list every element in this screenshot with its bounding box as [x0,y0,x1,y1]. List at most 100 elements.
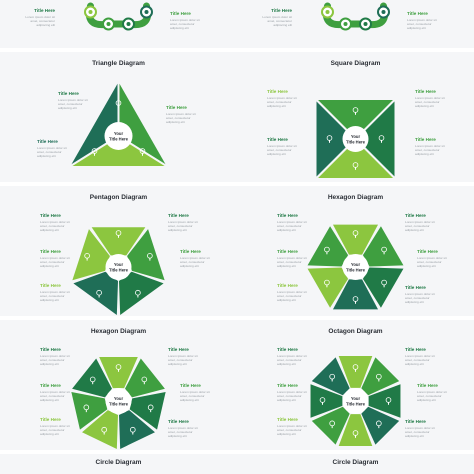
item-title: Title Here [405,419,426,424]
desc-line: adipiscing elit [277,432,296,437]
item-title: Title Here [180,249,201,254]
desc-line: adipiscing elit [40,362,59,367]
diagram-segment [311,357,350,396]
chain-band [85,2,152,29]
desc-line: adipiscing elit [277,398,296,403]
item-title: Title Here [407,11,428,16]
recycle-icon [89,376,96,385]
item-title: Title Here [40,283,61,288]
desc-line: amet, consectetur [267,100,292,105]
hand-leaf-icon [101,426,107,435]
center-circle [104,122,133,150]
desc-line: Lorem ipsum dolor sit [168,426,198,430]
desc-line: Lorem ipsum dolor sit [277,390,307,394]
diagram-title: Hexagon Diagram [327,194,384,201]
center-circle [105,388,132,414]
desc-line: adipiscing elit [37,154,56,159]
diagram-title: Triangle Diagram [92,60,145,67]
desc-line: adipiscing elit [40,432,59,437]
desc-line: Lorem ipsum dolor sit [40,390,70,394]
desc-line: adipiscing elit [405,434,424,439]
desc-line: Lorem ipsum dolor sit [37,146,67,150]
desc-line: Lorem ipsum dolor sit [277,256,307,260]
desc-line: Lorem ipsum dolor sit [277,424,307,428]
desc-line: Lorem ipsum dolor sit [407,18,437,22]
desc-line: adipiscing elit [405,362,424,367]
desc-line: amet, consectetur [277,260,302,265]
desc-line: Lorem ipsum dolor sit [415,96,445,100]
desc-line: amet, consectetur [40,260,65,265]
desc-line: adipiscing elit [58,106,77,111]
hand-leaf-icon [324,279,330,288]
desc-line: adipiscing elit [40,228,59,233]
desc-line: adipiscing elit [40,398,59,403]
desc-line: adipiscing elit [180,398,199,403]
desc-line: amet, consectetur [58,102,83,107]
chain-band [322,2,389,29]
desc-line: amet, consectetur [277,224,302,229]
diagram-segment [361,357,400,396]
item-title: Title Here [40,249,61,254]
item-title: Title Here [40,347,61,352]
item-title: Title Here [417,249,438,254]
item-title: Title Here [168,347,189,352]
item-title: Title Here [277,347,298,352]
leaf-icon [381,279,387,288]
desc-line: amet, consectetur [415,100,440,105]
desc-line: amet, consectetur [40,294,65,299]
desc-line: adipiscing elit [415,152,434,157]
desc-line: adipiscing elit [405,228,424,233]
center-title-line2: Title Here [109,402,129,407]
desc-line: adipiscing elit [180,264,199,269]
hand-leaf-icon [139,148,146,156]
center-circle [342,388,369,414]
center-title-line2: Title Here [346,268,366,273]
desc-line: adipiscing elit [40,264,59,269]
desc-line: amet, consectetur [405,430,430,435]
desc-line: amet, consectetur [267,19,292,24]
center-circle [105,254,132,280]
diagram-segment [72,229,110,281]
center-title-line1: Your [114,262,124,267]
desc-line: Lorem ipsum dolor sit [168,354,198,358]
gear-icon [83,404,90,413]
item-title: Title Here [34,8,55,13]
center-title-line1: Your [114,131,124,136]
center-title-line2: Title Here [109,268,129,273]
desc-line: Lorem ipsum dolor sit [25,15,55,19]
diagram-title: Pentagon Diagram [89,194,148,201]
bulb-icon [91,148,98,156]
hand-leaf-icon [352,430,359,438]
drop-icon [352,296,359,304]
desc-line: adipiscing elit [168,434,187,439]
center-circle [342,126,369,152]
diagram-segment [362,267,404,308]
desc-line: Lorem ipsum dolor sit [267,96,297,100]
hand-leaf-icon [352,162,359,170]
tree-icon [115,100,122,108]
desc-line: Lorem ipsum dolor sit [58,98,88,102]
item-title: Title Here [405,347,426,352]
desc-line: adipiscing elit [168,228,187,233]
desc-line: amet, consectetur [40,224,65,229]
center-title-line1: Your [351,396,361,401]
